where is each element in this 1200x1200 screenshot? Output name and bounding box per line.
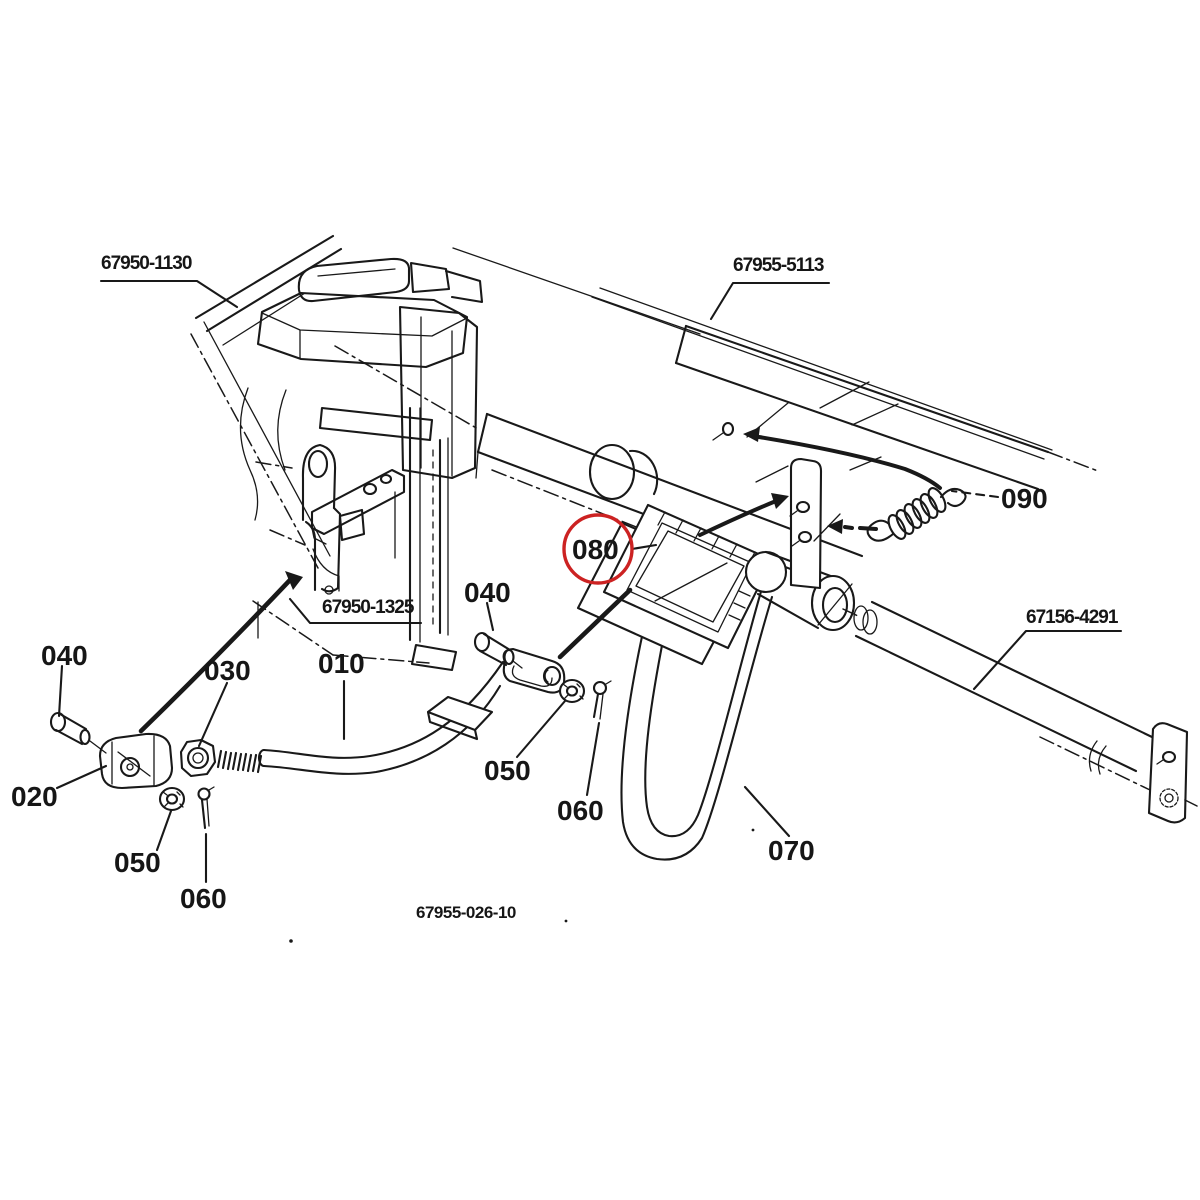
part-number-67955-5113: 67955-5113	[733, 255, 824, 276]
callout-050-left: 050	[114, 847, 161, 878]
cotter-pin-left	[199, 787, 215, 828]
washer-left	[160, 788, 184, 810]
clevis-pin-center	[475, 633, 522, 668]
callout-080-highlighted: 080	[572, 534, 619, 565]
rod-attach-line	[560, 590, 630, 657]
callout-040-center: 040	[464, 577, 511, 608]
callout-020: 020	[11, 781, 58, 812]
washer-center	[560, 680, 584, 702]
pedal-arm	[622, 588, 772, 860]
callout-040-left: 040	[41, 640, 88, 671]
shaft-end-plate	[1149, 723, 1197, 822]
leader-67950-1325	[290, 599, 421, 623]
callout-060-left: 060	[180, 883, 227, 914]
callout-010: 010	[318, 648, 365, 679]
callout-050-center: 050	[484, 755, 531, 786]
step-hanger-bar	[428, 697, 492, 739]
clevis-pin-left	[51, 713, 106, 753]
leader-050-center	[517, 701, 565, 757]
engine-block	[191, 236, 482, 670]
callout-090: 090	[1001, 483, 1048, 514]
part-number-67950-1325: 67950-1325	[322, 597, 414, 618]
leader-030	[199, 683, 227, 746]
leader-090	[952, 491, 998, 497]
arrow-to-block-bracket	[141, 580, 290, 731]
scan-speck	[564, 919, 568, 923]
mount-bracket	[756, 459, 840, 588]
hex-nut	[181, 740, 215, 776]
clevis-yoke	[100, 734, 172, 788]
frame-rails	[335, 248, 1098, 592]
arrow-spring-to-hole	[759, 437, 940, 488]
pedal-shaft-rod	[843, 602, 1152, 790]
callout-060-center: 060	[557, 795, 604, 826]
part-number-67950-1130: 67950-1130	[101, 253, 192, 274]
callout-070: 070	[768, 835, 815, 866]
leader-080	[632, 545, 656, 549]
arrow-to-bracket-upper	[700, 501, 776, 535]
leader-67156-4291	[974, 631, 1121, 689]
leader-lines	[57, 281, 1121, 882]
scan-speck	[751, 828, 755, 832]
leader-040-center	[487, 603, 493, 630]
scan-speck	[289, 939, 293, 943]
leader-020	[57, 766, 106, 788]
leader-060-center	[587, 723, 599, 795]
spring-anchor-hole	[723, 423, 733, 435]
callout-030: 030	[204, 655, 251, 686]
leader-040-left	[59, 666, 62, 716]
drawing-number: 67955-026-10	[416, 903, 516, 922]
cotter-pin-center	[594, 681, 611, 719]
pedal-pad	[578, 505, 772, 664]
leader-67950-1130	[101, 281, 237, 307]
leader-070	[745, 787, 789, 836]
leader-050-left	[157, 811, 171, 850]
return-spring	[868, 485, 966, 541]
part-number-67156-4291: 67156-4291	[1026, 607, 1118, 628]
arrow-spring-to-bracket	[845, 527, 876, 529]
highlight-circle	[564, 515, 632, 583]
assembly-arrows	[141, 427, 940, 731]
leader-67955-5113	[711, 283, 829, 319]
threaded-rod-end	[218, 751, 261, 772]
pivot-boss	[746, 552, 877, 634]
